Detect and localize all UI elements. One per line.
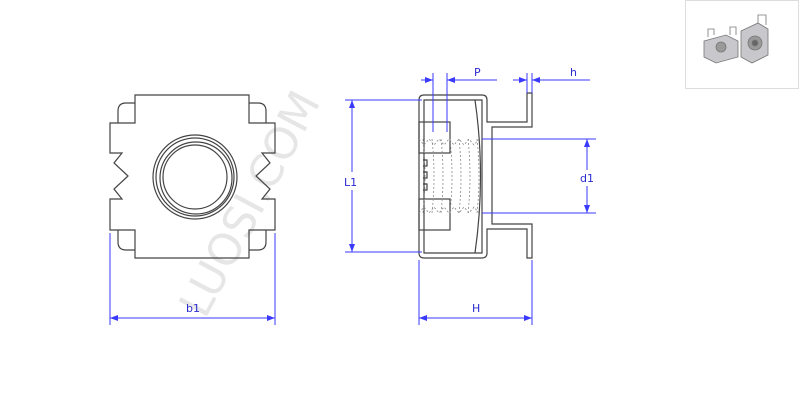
thread-hidden-lines [418,138,480,214]
side-view [418,92,533,259]
watermark: LUOSI.COM [170,83,331,325]
dimension-b1: b1 [109,233,276,325]
dimension-L1: L1 [342,99,422,253]
label-H: H [472,302,480,315]
label-b1: b1 [186,302,200,315]
cage-nut-photo-icon [703,14,769,64]
label-L1: L1 [344,176,357,189]
product-thumbnail[interactable] [685,0,799,89]
dimension-H: H [418,260,533,325]
label-h: h [570,66,577,79]
dimension-P: P [421,66,497,132]
label-P: P [474,66,481,79]
dimension-h: h [513,66,590,93]
dimension-d1: d1 [482,138,598,214]
label-d1: d1 [580,172,594,185]
thread-outer-circle [152,134,238,220]
bore-circle [162,144,228,210]
front-view [109,94,276,259]
